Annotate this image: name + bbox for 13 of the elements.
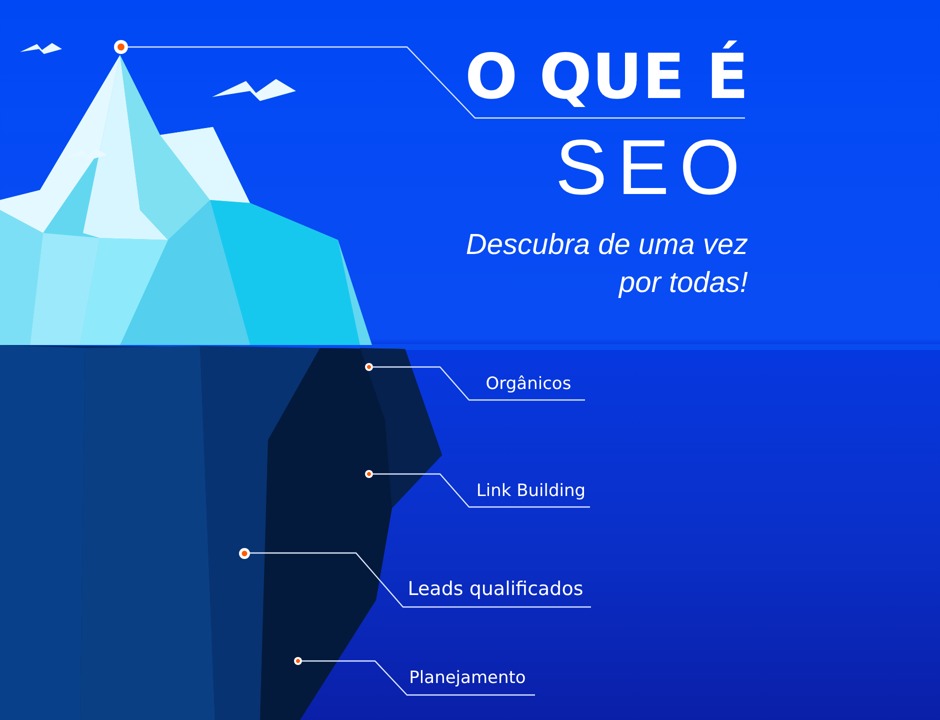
title-text: SEO [554, 125, 750, 209]
leader-line [302, 660, 535, 696]
callout-label: Orgânicos [472, 372, 585, 400]
callout-label: Planejamento [400, 666, 535, 695]
marker-dot [114, 40, 128, 54]
leader-line [373, 473, 590, 508]
callout-label: Link Building [472, 479, 590, 507]
title-text: O QUE É [465, 40, 745, 118]
leader-line [128, 46, 745, 119]
leader-line [373, 366, 585, 401]
subtitle-text: Descubra de uma vez por todas! [464, 228, 748, 301]
leader-line [250, 552, 591, 608]
callout-label: Leads qualificados [400, 575, 591, 607]
